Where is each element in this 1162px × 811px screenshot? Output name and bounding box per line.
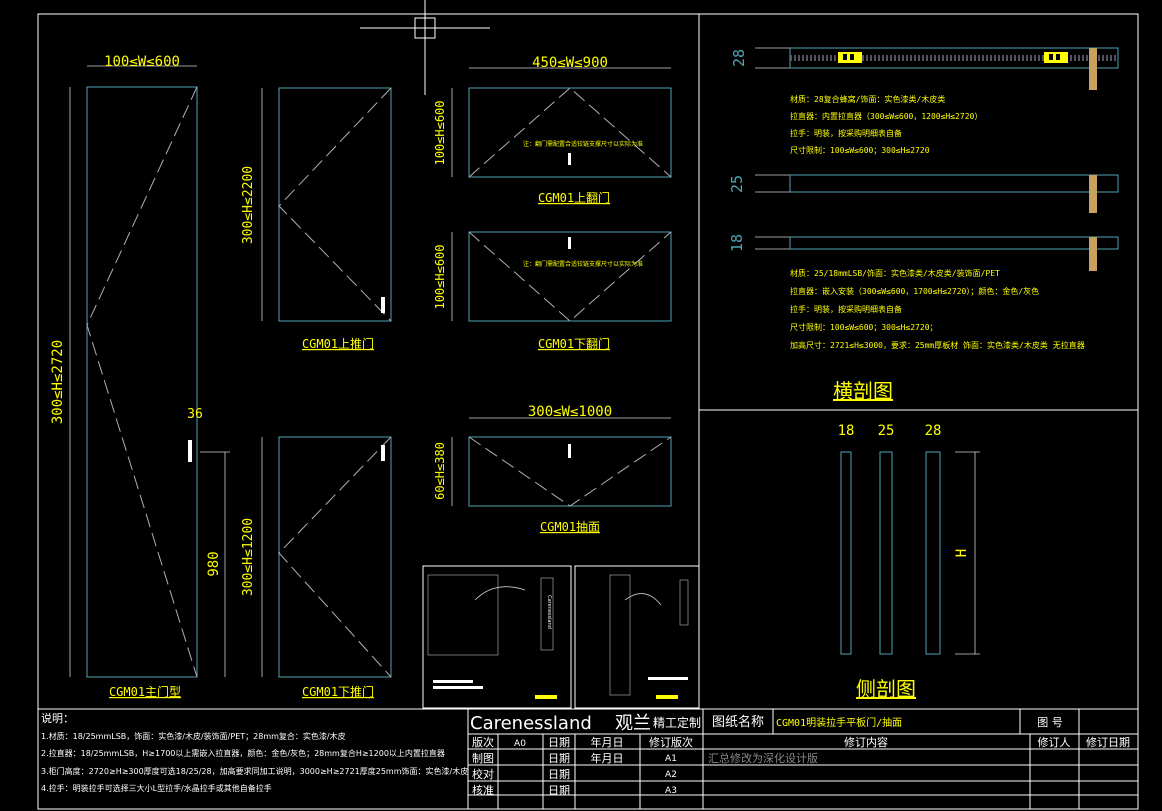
handle-icon <box>568 444 571 458</box>
date-value-2: 年月日 <box>591 751 624 765</box>
drawer-width-dim: 300≤W≤1000 <box>528 404 612 420</box>
rev-a1: A1 <box>665 754 677 764</box>
detail-thumb-label: Carenessland <box>546 595 552 629</box>
crosshair-cursor-icon <box>360 0 490 95</box>
version-value: A0 <box>514 739 526 749</box>
lower-door-elevation: 300≤H≤1200 CGM01下推门 <box>241 436 392 699</box>
side-view: 18 25 28 H 侧剖图 <box>838 423 980 701</box>
upper-door-elevation: 300≤H≤2200 CGM01上推门 <box>241 87 392 351</box>
thickness-25: 25 <box>728 175 746 193</box>
top-flap-height-dim: 100≤H≤600 <box>433 100 447 165</box>
date-label-3: 日期 <box>548 768 570 781</box>
title-block: Carenessland 观兰 精工定制 图纸名称 CGM01明装拉手平板门/抽… <box>467 709 1138 809</box>
side-view-title: 侧剖图 <box>856 677 916 701</box>
drawing-frame <box>37 13 1139 810</box>
spec-28-line-3: 拉手：明装，按采购明细表自备 <box>790 128 902 138</box>
header-rev-date: 修订日期 <box>1086 735 1130 749</box>
spec-25-line-4: 尺寸限制：100≤W≤600；300≤H≤2720； <box>790 322 938 332</box>
handle-icon <box>188 440 192 462</box>
main-door-label: CGM01主门型 <box>109 684 181 699</box>
role-drafter: 制图 <box>472 752 494 765</box>
spec-25-line-2: 拉直器：嵌入安装（300≤W≤600，1700≤H≤2720）；颜色：金色/灰色 <box>790 286 1039 296</box>
main-door-elevation: 100≤W≤600 300≤H≤2720 36 980 CGM01主门型 <box>50 54 230 699</box>
side-label-28: 28 <box>925 423 942 439</box>
top-flap-label: CGM01上翻门 <box>538 190 610 205</box>
rev-content-a1: 汇总修改为深化设计版 <box>708 751 818 765</box>
upper-door-height-dim: 300≤H≤2200 <box>241 166 256 244</box>
upper-door-label: CGM01上推门 <box>302 336 374 351</box>
thickness-18: 18 <box>728 234 746 252</box>
handle-icon <box>568 237 571 249</box>
cross-section-view: 28 材质：28复合蜂窝/饰面：实色漆类/木皮类 拉直器：内置拉直器（300≤W… <box>728 47 1119 403</box>
date-label-1: 日期 <box>548 736 570 749</box>
spec-25-line-1: 材质：25/18mmLSB/饰面：实色漆类/木皮类/装饰面/PET <box>790 268 1000 278</box>
top-flap-elevation: 450≤W≤900 100≤H≤600 注：翻门需配置合适铰链支撑尺寸以实际为准… <box>433 55 672 205</box>
date-value-1: 年月日 <box>591 735 624 749</box>
header-reviser: 修订人 <box>1038 735 1071 749</box>
drawing-name-label: 图纸名称 <box>712 714 764 730</box>
side-height-label: H <box>954 549 970 557</box>
top-flap-width-dim: 450≤W≤900 <box>532 55 608 71</box>
top-flap-note: 注：翻门需配置合适铰链支撑尺寸以实际为准 <box>523 140 643 148</box>
role-checker: 校对 <box>472 767 494 781</box>
brand-cn: 观兰 <box>615 713 651 734</box>
notes-title: 说明： <box>41 711 74 725</box>
main-door-height-dim: 300≤H≤2720 <box>50 340 66 424</box>
spec-28-line-2: 拉直器：内置拉直器（300≤W≤600，1200≤H≤2720） <box>790 111 982 121</box>
bottom-flap-height-dim: 100≤H≤600 <box>433 244 447 309</box>
date-label-2: 日期 <box>548 752 570 765</box>
main-door-width-dim: 100≤W≤600 <box>104 54 180 70</box>
bottom-flap-note: 注：翻门需配置合适铰链支撑尺寸以实际为准 <box>523 260 643 268</box>
drawer-face-label: CGM01抽面 <box>540 520 600 534</box>
handle-height-dim: 980 <box>206 551 222 576</box>
drawer-face-elevation: 300≤W≤1000 60≤H≤380 CGM01抽面 <box>433 404 672 534</box>
note-item-1: 1.材质：18/25mmLSB，饰面：实色漆/木皮/装饰面/PET；28mm复合… <box>41 731 346 741</box>
rev-a3: A3 <box>665 786 677 796</box>
note-item-2: 2.拉直器：18/25mmLSB，H≥1700以上需嵌入拉直器，颜色：金色/灰色… <box>41 748 445 758</box>
brand-sub: 精工定制 <box>653 715 701 730</box>
drawing-name: CGM01明装拉手平板门/抽面 <box>776 716 902 729</box>
role-approver: 核准 <box>472 783 494 797</box>
drawer-height-dim: 60≤H≤380 <box>433 442 447 500</box>
handle-icon <box>568 153 571 165</box>
detail-thumbnails: Carenessland <box>422 565 700 709</box>
spec-28-line-4: 尺寸限制：100≤W≤600；300≤H≤2720 <box>790 145 930 155</box>
cross-section-title: 横剖图 <box>833 379 893 403</box>
lower-door-height-dim: 300≤H≤1200 <box>241 518 256 596</box>
notes-block: 说明： 1.材质：18/25mmLSB，饰面：实色漆/木皮/装饰面/PET；28… <box>41 711 468 793</box>
side-label-18: 18 <box>838 423 855 439</box>
handle-offset-dim: 36 <box>187 407 203 422</box>
bottom-flap-label: CGM01下翻门 <box>538 336 610 351</box>
brand-logo: Carenessland <box>470 713 592 734</box>
header-rev-content: 修订内容 <box>844 735 888 749</box>
drawing-no-label: 图 号 <box>1037 716 1063 729</box>
note-item-3: 3.柜门高度：2720≥H≥300厚度可选18/25/28，加高要求同加工说明，… <box>41 766 468 776</box>
spec-28-line-1: 材质：28复合蜂窝/饰面：实色漆类/木皮类 <box>790 94 945 104</box>
header-version: 版次 <box>472 735 494 749</box>
lower-door-label: CGM01下推门 <box>302 684 374 699</box>
note-item-4: 4.拉手：明装拉手可选择三大小L型拉手/水晶拉手或其他自备拉手 <box>41 783 272 793</box>
date-label-4: 日期 <box>548 784 570 797</box>
rev-a2: A2 <box>665 770 677 780</box>
spec-25-line-3: 拉手：明装，按采购明细表自备 <box>790 304 902 314</box>
handle-icon <box>381 297 385 313</box>
thickness-28: 28 <box>730 49 748 67</box>
bottom-flap-elevation: 100≤H≤600 注：翻门需配置合适铰链支撑尺寸以实际为准 CGM01下翻门 <box>433 231 672 351</box>
side-label-25: 25 <box>878 423 895 439</box>
header-rev-version: 修订版次 <box>649 735 693 749</box>
handle-icon <box>381 445 385 461</box>
spec-25-line-5: 加高尺寸：2721≤H≤3000，要求：25mm厚板材 饰面：实色漆类/木皮类 … <box>790 340 1085 350</box>
